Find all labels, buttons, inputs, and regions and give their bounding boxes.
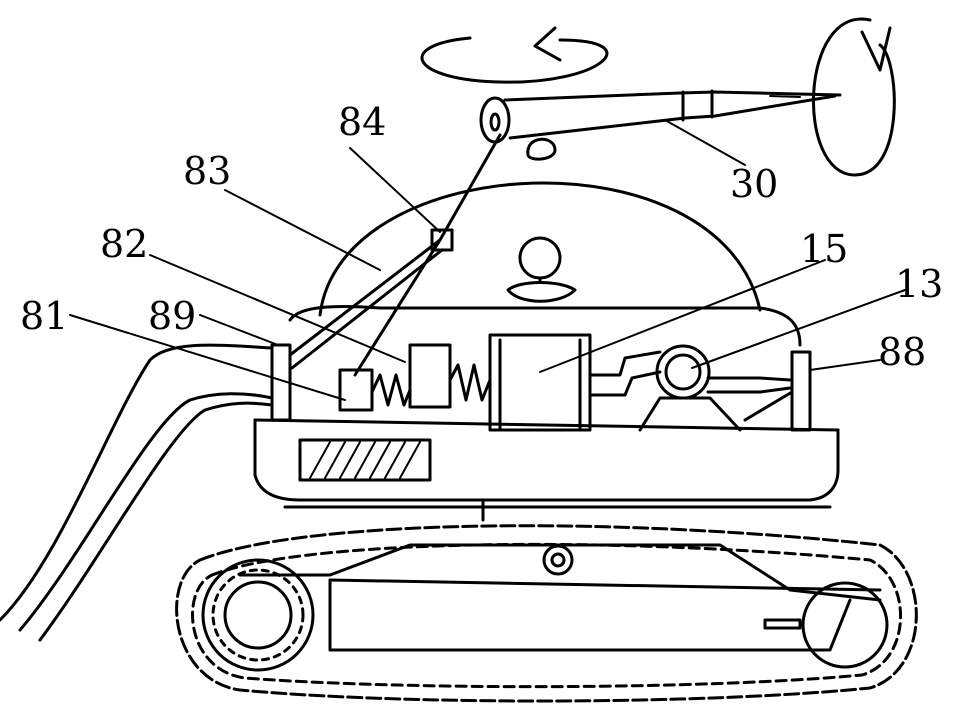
house-body xyxy=(253,418,840,509)
spring-block xyxy=(408,343,452,409)
post-88 xyxy=(790,350,812,432)
label-88: 88 xyxy=(878,330,927,374)
label-83: 83 xyxy=(183,149,232,193)
spring-82 xyxy=(370,373,412,407)
link-84 xyxy=(353,133,502,377)
sprocket xyxy=(201,558,315,672)
hose xyxy=(0,343,274,642)
label-82: 82 xyxy=(100,222,149,266)
rotation-arrow-vertical xyxy=(812,17,896,177)
label-89: 89 xyxy=(148,294,197,338)
vent-hatching xyxy=(309,441,421,479)
motor-15 xyxy=(488,333,592,432)
cable-83 xyxy=(288,238,444,370)
idler-wheel xyxy=(801,581,889,669)
track-chain xyxy=(175,524,918,703)
label-81: 81 xyxy=(20,294,69,338)
label-13: 13 xyxy=(895,262,944,306)
rotation-arrow-horizontal xyxy=(420,26,609,84)
arm-30 xyxy=(479,89,842,161)
track-frame xyxy=(238,498,882,652)
label-15: 15 xyxy=(800,227,849,271)
leader-lines xyxy=(69,119,906,401)
label-84: 84 xyxy=(338,100,387,144)
gearbox-13 xyxy=(588,344,794,432)
label-30: 30 xyxy=(730,162,779,206)
